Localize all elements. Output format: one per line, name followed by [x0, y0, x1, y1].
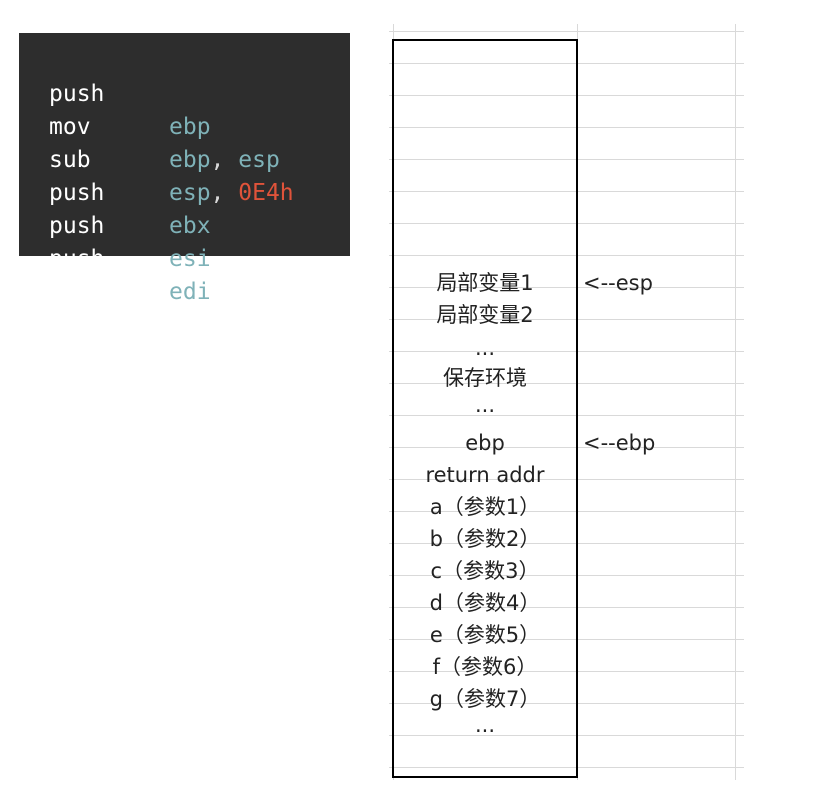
stack-frame-box: [392, 39, 578, 778]
grid-row-line: [389, 191, 744, 192]
grid-row-line: [389, 95, 744, 96]
stack-cell-local-var-2: 局部变量2: [436, 303, 534, 327]
stack-cell-param-d: d（参数4）: [429, 591, 541, 615]
code-line: mov ebp, esp: [49, 78, 280, 173]
grid-row-line: [389, 703, 744, 704]
grid-row-line: [389, 127, 744, 128]
opcode: push: [49, 180, 105, 206]
grid-row-line: [389, 447, 744, 448]
operand-register: esp: [238, 147, 280, 173]
stack-cell-ellipsis: ...: [474, 393, 496, 417]
operands: esi: [169, 243, 211, 276]
stack-cell-local-var-1: 局部变量1: [436, 271, 534, 295]
operands: edi: [169, 276, 211, 309]
stack-cell-ebp: ebp: [465, 431, 505, 455]
stack-cell-param-f: f（参数6）: [432, 655, 538, 679]
operand-register: esp: [169, 180, 211, 206]
grid-row-line: [389, 31, 744, 32]
grid-row-line: [389, 479, 744, 480]
opcode: sub: [49, 147, 91, 173]
grid-row-line: [389, 383, 744, 384]
operand-immediate: 0E4h: [238, 180, 294, 206]
grid-row-line: [389, 543, 744, 544]
assembly-code-panel: push ebp mov ebp, esp sub esp, 0E4h push…: [19, 33, 350, 305]
grid-row-line: [389, 607, 744, 608]
grid-row-line: [389, 415, 744, 416]
grid-row-line: [389, 671, 744, 672]
stack-cell-param-a: a（参数1）: [429, 495, 541, 519]
operands: ebp, esp: [169, 144, 280, 177]
operand-register: ebx: [169, 213, 211, 239]
operand-register: edi: [169, 279, 211, 305]
code-line: push esi: [49, 177, 211, 272]
opcode: push: [49, 213, 105, 239]
code-line: push ebx: [49, 144, 211, 239]
grid-row-line: [389, 639, 744, 640]
operand-register: ebp: [169, 114, 211, 140]
stack-cell-param-c: c（参数3）: [430, 559, 540, 583]
grid-row-line: [389, 767, 744, 768]
stack-cell-param-b: b（参数2）: [429, 527, 541, 551]
operands: ebx: [169, 210, 211, 243]
stack-cell-param-e: e（参数5）: [429, 623, 541, 647]
stack-cell-param-g: g（参数7）: [429, 687, 541, 711]
stack-cell-return-addr: return addr: [425, 463, 545, 487]
grid-row-line: [389, 511, 744, 512]
operand-register: ebp: [169, 147, 211, 173]
grid-row-line: [389, 255, 744, 256]
stack-cell-saved-context: 保存环境: [443, 366, 527, 390]
opcode: mov: [49, 114, 91, 140]
stack-cell-ellipsis: ...: [474, 336, 496, 360]
opcode: push: [49, 81, 105, 107]
grid-row-line: [389, 351, 744, 352]
grid-row-line: [389, 735, 744, 736]
operand-separator: ,: [210, 180, 239, 206]
grid-row-line: [389, 575, 744, 576]
grid-row-line: [389, 319, 744, 320]
grid-row-line: [389, 63, 744, 64]
code-line: sub esp, 0E4h: [49, 111, 294, 206]
operand-separator: ,: [210, 147, 239, 173]
grid-row-line: [389, 159, 744, 160]
grid-column-line: [735, 24, 736, 780]
ebp-pointer-label: <--ebp: [583, 431, 656, 455]
code-line: push ebp: [49, 45, 211, 140]
esp-pointer-label: <--esp: [583, 271, 653, 295]
grid-row-line: [389, 287, 744, 288]
operands: esp, 0E4h: [169, 177, 294, 210]
opcode: push: [49, 246, 105, 272]
grid-row-line: [389, 223, 744, 224]
operands: ebp: [169, 111, 211, 144]
stack-cell-ellipsis: ...: [474, 713, 496, 737]
operand-register: esi: [169, 246, 211, 272]
code-line: push edi: [49, 210, 211, 305]
